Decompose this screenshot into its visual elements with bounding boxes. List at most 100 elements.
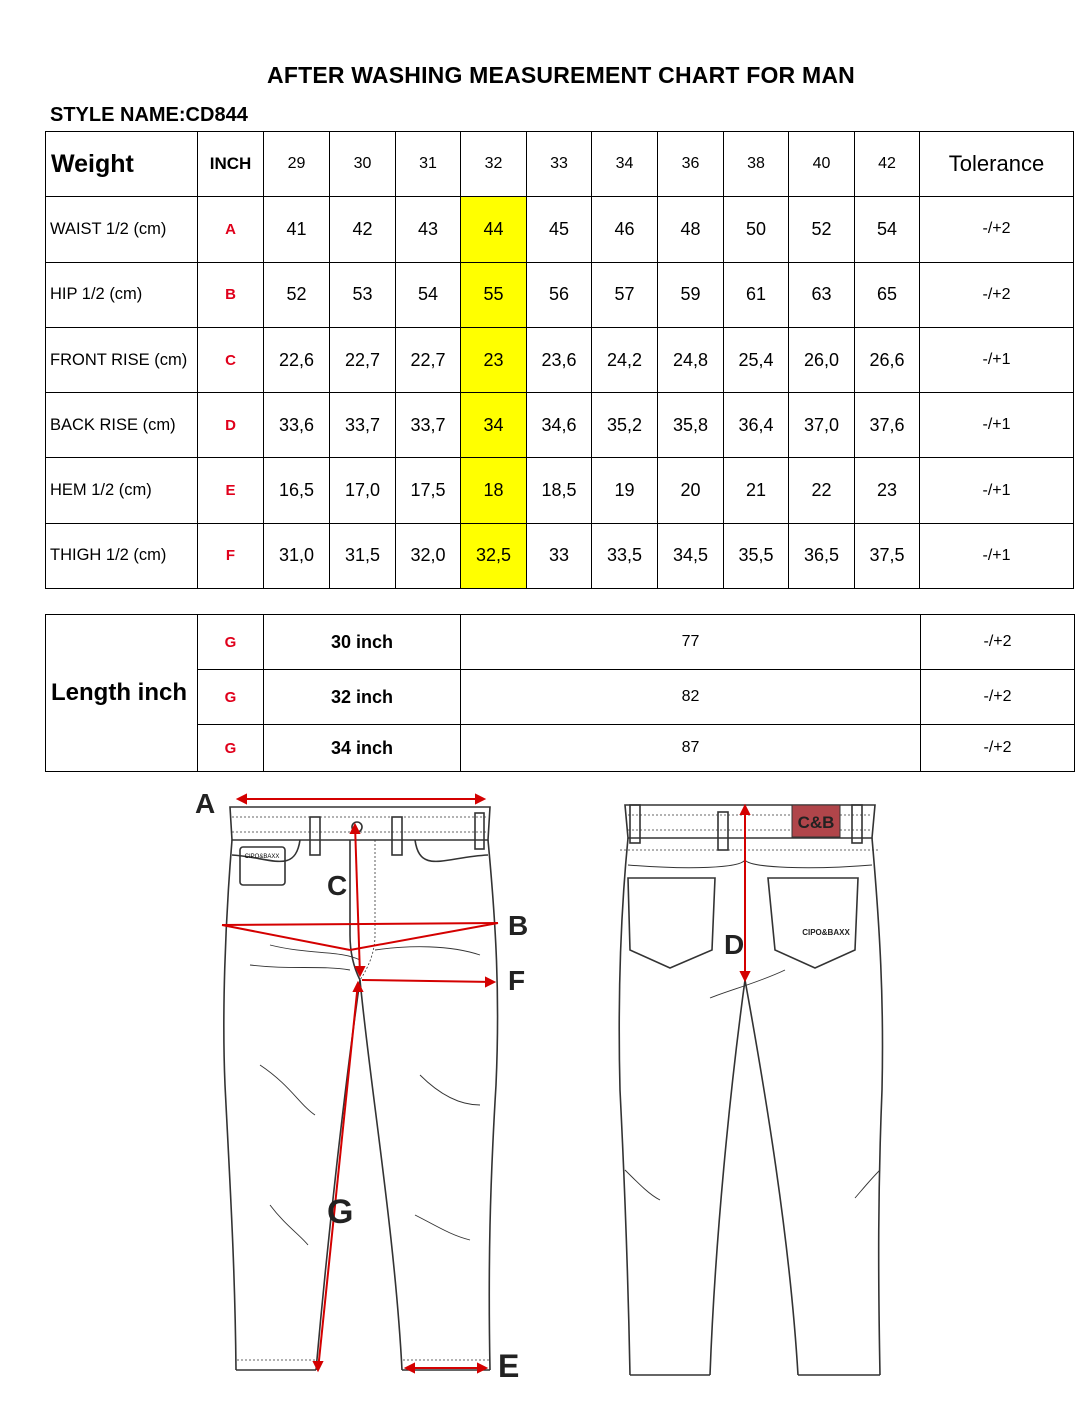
header-size: 29 (263, 130, 330, 198)
header-tolerance: Tolerance (919, 130, 1074, 198)
row-tolerance: -/+1 (919, 522, 1074, 590)
row-label: FRONT RISE (cm) (45, 326, 198, 394)
row-tolerance: -/+2 (919, 261, 1074, 328)
header-size: 33 (526, 130, 592, 198)
row-label: HEM 1/2 (cm) (45, 457, 198, 524)
length-tolerance: -/+2 (920, 669, 1075, 725)
length-row: G 32 inch 82 -/+2 (46, 669, 1075, 725)
table-cell: 42 (329, 196, 396, 263)
length-row: G 34 inch 87 -/+2 (46, 724, 1075, 772)
highlighted-cell: 23 (460, 326, 527, 394)
header-size: 31 (395, 130, 461, 198)
table-cell: 34,5 (657, 522, 724, 590)
table-cell: 33,6 (263, 392, 330, 459)
letter-b: B (508, 910, 528, 941)
length-value: 87 (460, 724, 921, 772)
letter-f: F (508, 965, 525, 996)
table-cell: 34,6 (526, 392, 592, 459)
table-cell: 21 (723, 457, 789, 524)
table-cell: 59 (657, 261, 724, 328)
table-cell: 16,5 (263, 457, 330, 524)
style-name: STYLE NAME:CD844 (50, 104, 248, 126)
table-cell: 32,0 (395, 522, 461, 590)
table-cell: 57 (591, 261, 658, 328)
table-cell: 33,7 (395, 392, 461, 459)
table-cell: 33,5 (591, 522, 658, 590)
table-cell: 19 (591, 457, 658, 524)
length-label: Length inch (45, 614, 198, 772)
table-cell: 56 (526, 261, 592, 328)
letter-d: D (724, 929, 744, 960)
highlighted-cell: 44 (460, 196, 527, 263)
row-label: WAIST 1/2 (cm) (45, 196, 198, 263)
table-cell: 37,5 (854, 522, 920, 590)
table-cell: 48 (657, 196, 724, 263)
table-cell: 26,6 (854, 326, 920, 394)
highlighted-cell: 34 (460, 392, 527, 459)
table-cell: 23,6 (526, 326, 592, 394)
table-cell: 65 (854, 261, 920, 328)
row-tolerance: -/+1 (919, 326, 1074, 394)
row-tolerance: -/+1 (919, 392, 1074, 459)
row-code: E (197, 457, 264, 524)
logo-badge (791, 804, 841, 838)
table-cell: 31,0 (263, 522, 330, 590)
table-cell: 24,8 (657, 326, 724, 394)
highlighted-cell: 55 (460, 261, 527, 328)
front-jeans-sketch: A C B F G E CIPO&BAXX (195, 788, 528, 1384)
row-label: BACK RISE (cm) (45, 392, 198, 459)
length-tolerance: -/+2 (920, 614, 1075, 670)
table-cell: 54 (395, 261, 461, 328)
header-inch: INCH (197, 130, 264, 198)
table-cell: 63 (788, 261, 855, 328)
table-cell: 35,2 (591, 392, 658, 459)
header-size: 42 (854, 130, 920, 198)
back-pocket-label: CIPO&BAXX (802, 928, 850, 937)
length-name: 34 inch (263, 724, 461, 772)
table-cell: 36,4 (723, 392, 789, 459)
header-weight: Weight (45, 130, 198, 198)
length-code: G (197, 724, 264, 772)
table-cell: 50 (723, 196, 789, 263)
highlighted-cell: 32,5 (460, 522, 527, 590)
back-jeans-sketch: C&B CIPO&BAXX D (618, 803, 884, 1376)
table-cell: 52 (788, 196, 855, 263)
table-cell: 35,8 (657, 392, 724, 459)
row-code: F (197, 522, 264, 590)
row-tolerance: -/+1 (919, 457, 1074, 524)
table-cell: 45 (526, 196, 592, 263)
row-code: A (197, 196, 264, 263)
table-cell: 46 (591, 196, 658, 263)
header-size: 38 (723, 130, 789, 198)
highlighted-cell: 18 (460, 457, 527, 524)
table-cell: 17,5 (395, 457, 461, 524)
table-cell: 53 (329, 261, 396, 328)
letter-c: C (327, 870, 347, 901)
row-label: HIP 1/2 (cm) (45, 261, 198, 328)
table-cell: 18,5 (526, 457, 592, 524)
table-cell: 33,7 (329, 392, 396, 459)
table-cell: 35,5 (723, 522, 789, 590)
header-size: 36 (657, 130, 724, 198)
length-value: 82 (460, 669, 921, 725)
logo-badge-text: C&B (798, 813, 835, 832)
length-code: G (197, 614, 264, 670)
page-title: AFTER WASHING MEASUREMENT CHART FOR MAN (267, 62, 855, 88)
letter-e: E (498, 1348, 519, 1384)
letter-a: A (195, 788, 215, 819)
header-size: 30 (329, 130, 396, 198)
header-size: 34 (591, 130, 658, 198)
table-cell: 22,7 (329, 326, 396, 394)
row-label: THIGH 1/2 (cm) (45, 522, 198, 590)
table-cell: 20 (657, 457, 724, 524)
table-cell: 17,0 (329, 457, 396, 524)
length-value: 77 (460, 614, 921, 670)
table-cell: 37,6 (854, 392, 920, 459)
length-name: 30 inch (263, 614, 461, 670)
